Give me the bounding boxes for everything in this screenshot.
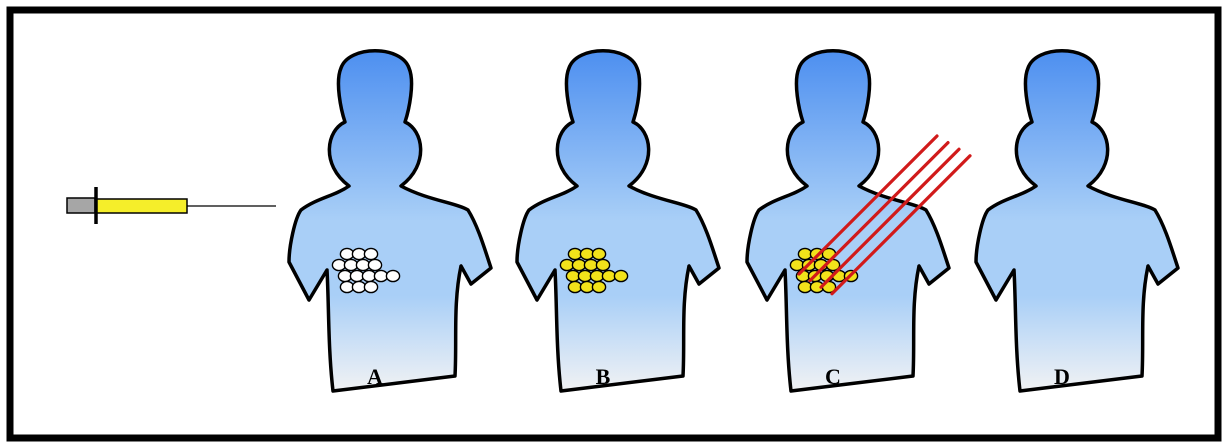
panel-label-c: C (825, 364, 841, 389)
tumor-cell (344, 259, 357, 270)
tumor-cell (614, 270, 627, 281)
panel-label-a: A (367, 364, 383, 389)
tumor-cell (580, 281, 593, 292)
tumor-cell (584, 259, 597, 270)
tumor-cell (364, 248, 377, 259)
tumor-cell (580, 248, 593, 259)
tumor-cell (374, 270, 387, 281)
tumor-cell (798, 281, 811, 292)
tumor-cell (352, 248, 365, 259)
panel-label-d: D (1054, 364, 1070, 389)
tumor-cell (350, 270, 363, 281)
syringe-plunger (67, 198, 95, 213)
tumor-cell (338, 270, 351, 281)
tumor-cell (568, 248, 581, 259)
tumor-cell (362, 270, 375, 281)
tumor-cell (566, 270, 579, 281)
tumor-cell (798, 248, 811, 259)
tumor-cell (592, 248, 605, 259)
tumor-cell (364, 281, 377, 292)
tumor-cell (356, 259, 369, 270)
tumor-cell (352, 281, 365, 292)
tumor-cell (340, 281, 353, 292)
tumor-cell (386, 270, 399, 281)
tumor-cell (790, 259, 803, 270)
tumor-cell (592, 281, 605, 292)
tumor-cell (340, 248, 353, 259)
panel-label-b: B (596, 364, 611, 389)
tumor-cell (332, 259, 345, 270)
tumor-cell (578, 270, 591, 281)
tumor-cell (596, 259, 609, 270)
tumor-cell (368, 259, 381, 270)
tumor-cell (568, 281, 581, 292)
tumor-cell (560, 259, 573, 270)
tumor-cell (590, 270, 603, 281)
tumor-cell (572, 259, 585, 270)
syringe-barrel (97, 199, 187, 213)
tumor-cell (602, 270, 615, 281)
